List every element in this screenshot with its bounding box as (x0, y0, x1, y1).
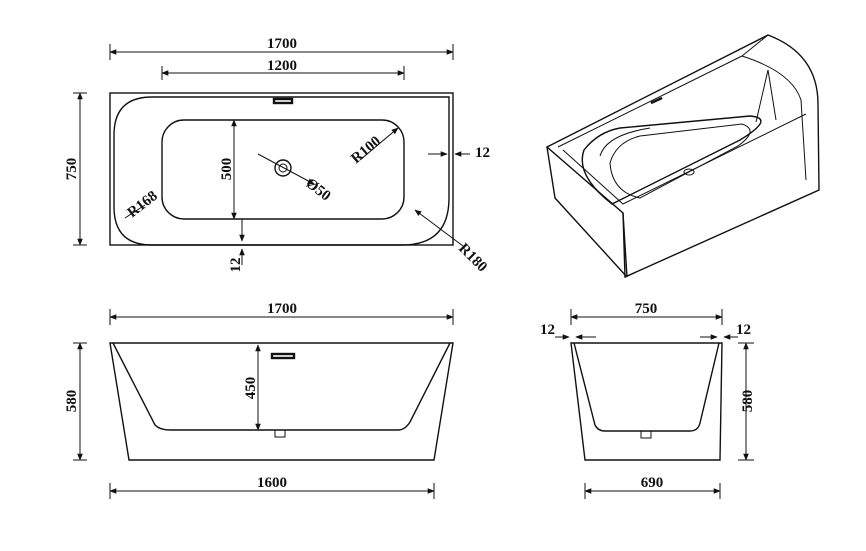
dim-label-inner-length: 1200 (267, 58, 297, 74)
dim-label-rim-right: 12 (475, 145, 490, 161)
top-view: 1700 1200 750 500 12 12 R168 R100 R180 Ø… (64, 36, 490, 275)
iso-overflow (650, 96, 663, 105)
top-view-basin (161, 119, 405, 220)
radius-label-right: R180 (455, 241, 490, 276)
side-drain (640, 430, 652, 439)
dim-label-side-bottom-width: 690 (641, 475, 664, 491)
dim-label-side-height: 580 (740, 390, 756, 413)
dim-label-side-top-width: 750 (635, 301, 658, 317)
dim-label-width: 750 (64, 158, 80, 181)
iso-left-side (546, 146, 628, 278)
radius-label-left: R168 (125, 188, 161, 221)
dim-label-front-bottom-length: 1600 (257, 475, 287, 491)
overflow-slot (272, 97, 294, 105)
side-view-basin (573, 342, 720, 432)
front-drain (274, 429, 286, 438)
radius-label-inner: R100 (348, 133, 384, 167)
side-view-outline (570, 342, 723, 461)
iso-basin-inner (609, 123, 751, 199)
iso-outer-top (545, 34, 820, 279)
dim-label-front-height: 580 (64, 390, 80, 413)
dim-label-side-wall-right: 12 (736, 322, 751, 338)
side-view: 750 12 12 690 580 (540, 301, 756, 499)
front-view-basin (112, 342, 451, 431)
front-view: 1700 1600 580 450 (64, 301, 454, 499)
drain-outer (274, 159, 292, 177)
top-view-rim-inner (113, 96, 450, 246)
dim-label-overall-length: 1700 (267, 36, 297, 52)
drain-inner (278, 163, 288, 173)
dim-label-side-wall-left: 12 (540, 322, 555, 338)
dim-label-basin-span: 500 (219, 158, 235, 181)
iso-basin-outer (581, 115, 762, 205)
dim-label-front-inner-depth: 450 (243, 377, 259, 400)
iso-drain (683, 168, 695, 176)
dim-label-front-top-length: 1700 (267, 301, 297, 317)
front-overflow (270, 352, 296, 360)
isometric-view (545, 34, 820, 279)
front-view-outline (109, 342, 454, 461)
dim-label-rim-bottom: 12 (228, 258, 244, 273)
